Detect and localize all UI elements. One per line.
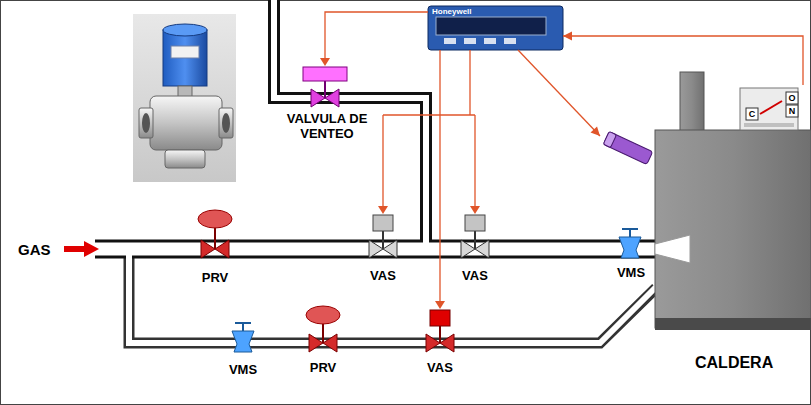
flame-scanner	[603, 132, 652, 165]
boiler-box: CALDERA	[600, 85, 811, 380]
switch-contact-label: O	[788, 93, 795, 104]
signal-wires	[325, 12, 475, 302]
signal-arrowheads	[320, 58, 480, 309]
signal-line	[563, 36, 803, 85]
valve-photo	[133, 14, 236, 182]
gas-pipes	[95, 0, 660, 343]
valve-label: VAS	[427, 360, 453, 375]
signal-arrow	[518, 50, 600, 136]
valve-label: VAS	[370, 268, 396, 283]
valve-label: PRV	[202, 270, 229, 285]
boiler-drawing	[655, 72, 811, 330]
boiler-label: CALDERA	[695, 353, 773, 372]
inlet-label: GAS	[18, 241, 51, 259]
vas-valve	[461, 215, 489, 258]
switch-contact-label: N	[789, 106, 796, 117]
arrow-head	[591, 126, 600, 136]
vms-valve	[619, 229, 641, 258]
prv-valve	[306, 306, 340, 352]
prv-valve	[198, 210, 232, 258]
signal-line	[518, 50, 600, 136]
vas-valve	[369, 215, 397, 258]
pressure-switch	[740, 88, 798, 130]
burner-controller	[428, 6, 563, 50]
signal-arrow	[563, 32, 803, 86]
valve-label: VMS	[617, 265, 645, 280]
vent-valve	[303, 67, 347, 107]
controller-box: Honeywell	[428, 6, 563, 50]
valve-label: VMS	[229, 362, 257, 377]
vms-valve	[232, 323, 254, 352]
arrow-head	[563, 32, 572, 41]
valve-label: VALVULA DE VENTEO	[275, 111, 379, 141]
valve-label: PRV	[310, 360, 337, 375]
brand-text: Honeywell	[432, 7, 472, 17]
gas-inlet-arrow	[64, 241, 99, 257]
vas-valve	[426, 310, 454, 352]
valve-label: VAS	[462, 268, 488, 283]
switch-contact-label: C	[749, 109, 756, 120]
